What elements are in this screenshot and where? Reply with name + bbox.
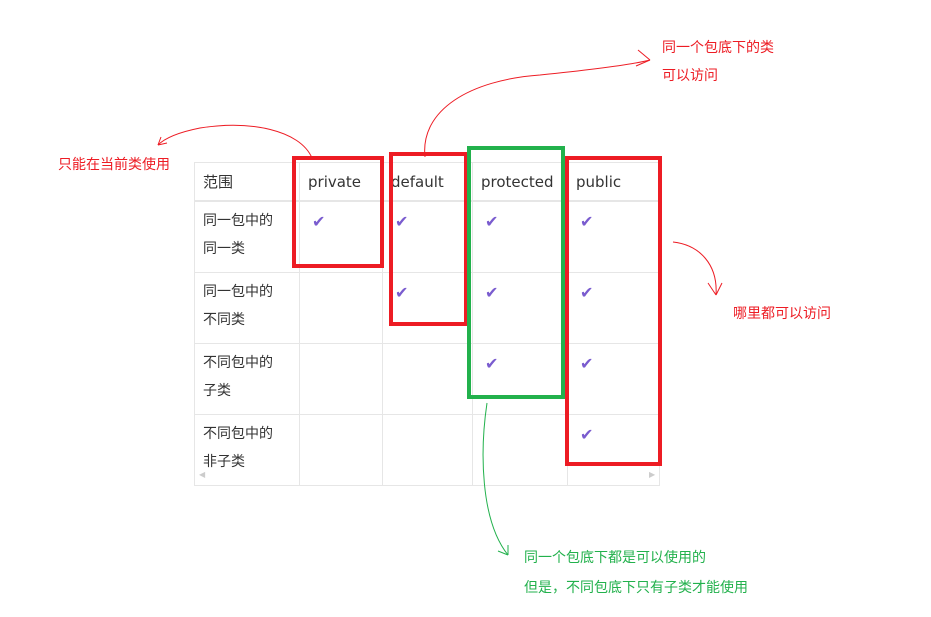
check-icon: ✔: [485, 283, 499, 302]
scroll-left-arrow[interactable]: ◀: [199, 470, 206, 479]
access-cell: [472, 414, 568, 486]
table-row: 不同包中的非子类 ✔: [194, 414, 660, 486]
default-note-line1: 同一个包底下的类: [662, 40, 774, 56]
row-label-line: 不同包中的: [203, 355, 273, 371]
row-label: 不同包中的非子类: [194, 414, 300, 486]
private-highlight-box: [292, 156, 384, 268]
header-protected: protected: [472, 162, 568, 202]
protected-arrowhead: [497, 545, 509, 556]
public-highlight-box: [565, 156, 662, 466]
access-cell: ✔: [567, 200, 660, 273]
row-label-line: 同一包中的: [203, 284, 273, 300]
access-cell: [299, 414, 383, 486]
row-label-line: 子类: [203, 383, 231, 399]
check-icon: ✔: [580, 354, 594, 373]
check-icon: ✔: [580, 212, 594, 231]
private-arrow: [157, 124, 313, 159]
access-cell: ✔: [567, 272, 660, 344]
table-row: 同一包中的不同类 ✔ ✔ ✔: [194, 272, 660, 344]
table-header-row: 范围 private default protected public: [194, 162, 660, 202]
row-label: 同一包中的不同类: [194, 272, 300, 344]
access-cell: ✔: [472, 343, 568, 415]
row-label: 不同包中的子类: [194, 343, 300, 415]
check-icon: ✔: [485, 212, 499, 231]
row-label-line: 非子类: [203, 454, 245, 470]
access-modifier-table: 范围 private default protected public 同一包中…: [194, 162, 660, 486]
default-arrow: [424, 59, 651, 158]
row-label-line: 不同类: [203, 312, 245, 328]
default-arrowhead: [635, 49, 651, 67]
protected-arrow: [482, 402, 509, 556]
check-icon: ✔: [580, 283, 594, 302]
header-scope: 范围: [194, 162, 300, 202]
header-private: private: [299, 162, 383, 202]
check-icon: ✔: [485, 354, 499, 373]
protected-note-line2: 但是，不同包底下只有子类才能使用: [524, 580, 748, 596]
row-label-line: 同一类: [203, 241, 245, 257]
private-arrowhead: [157, 136, 168, 146]
check-icon: ✔: [312, 212, 326, 231]
public-arrowhead: [707, 282, 723, 296]
default-note-line2: 可以访问: [662, 68, 718, 84]
default-highlight-box: [389, 152, 468, 326]
access-cell: ✔: [567, 343, 660, 415]
protected-highlight-box: [467, 146, 565, 399]
access-cell: ✔: [472, 272, 568, 344]
public-arrow: [672, 241, 717, 296]
public-note: 哪里都可以访问: [733, 306, 831, 322]
row-label-line: 不同包中的: [203, 426, 273, 442]
header-public: public: [567, 162, 660, 202]
row-label-line: 同一包中的: [203, 213, 273, 229]
private-note: 只能在当前类使用: [58, 157, 170, 173]
check-icon: ✔: [580, 425, 594, 444]
protected-note-line1: 同一个包底下都是可以使用的: [524, 550, 706, 566]
check-icon: ✔: [395, 283, 409, 302]
scroll-right-arrow[interactable]: ▶: [649, 470, 656, 479]
row-label: 同一包中的同一类: [194, 200, 300, 273]
table-row: 不同包中的子类 ✔ ✔: [194, 343, 660, 415]
check-icon: ✔: [395, 212, 409, 231]
